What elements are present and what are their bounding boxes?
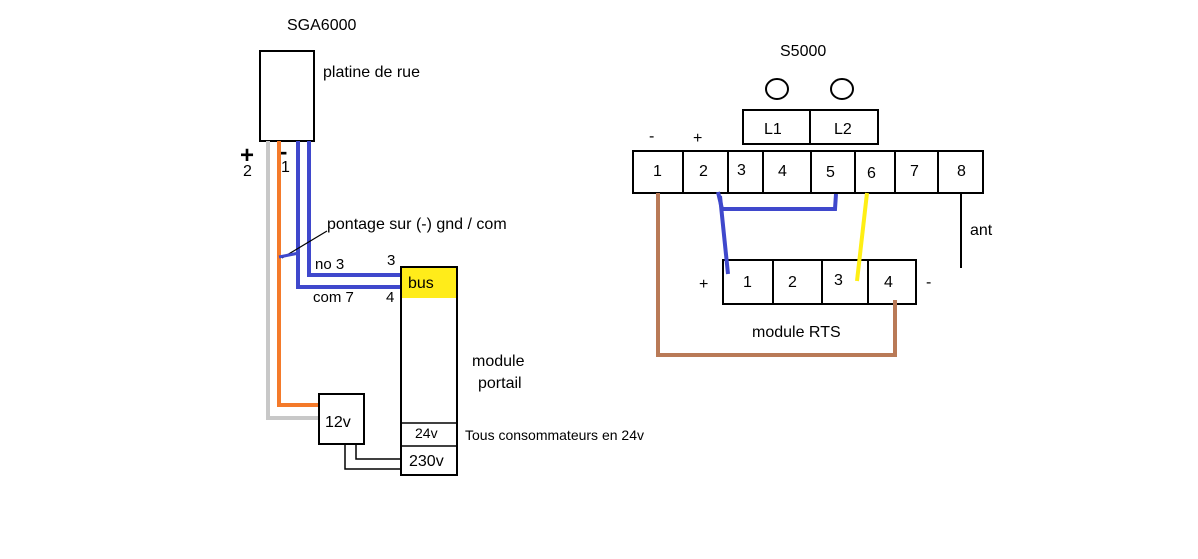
com-label: com 7 xyxy=(313,289,354,306)
module-label-line2: portail xyxy=(478,375,522,392)
street-panel-label: platine de rue xyxy=(323,64,420,81)
led-l2 xyxy=(830,78,854,100)
relay-l1-label: L1 xyxy=(764,121,782,138)
grey-wire xyxy=(266,141,320,420)
rts-terminal-1-number: 1 xyxy=(743,274,752,291)
bus-pin-4: 4 xyxy=(386,289,394,306)
terminal-8-number: 8 xyxy=(957,163,966,180)
terminal-6-number: 6 xyxy=(867,165,876,182)
rts-terminal-1-box xyxy=(722,259,774,305)
terminal-strip xyxy=(632,150,984,194)
led-l1 xyxy=(765,78,789,100)
street-panel-box xyxy=(259,50,315,142)
antenna-label: ant xyxy=(970,222,993,239)
polarity-minus: - xyxy=(649,128,654,145)
bridge-label: pontage sur (-) gnd / com xyxy=(327,216,507,233)
terminal-1-box xyxy=(632,150,684,194)
rts-label: module RTS xyxy=(752,324,841,341)
supply-12v-label: 12v xyxy=(325,414,351,431)
supply-wire-outer xyxy=(344,444,401,470)
orange-wire xyxy=(277,141,320,407)
terminal-5-box xyxy=(810,150,856,194)
supply-12v-box xyxy=(318,393,365,445)
v24-label: 24v xyxy=(415,425,438,441)
rts-terminal-3-number: 3 xyxy=(834,272,843,289)
module-label-line1: module xyxy=(472,353,525,370)
rts-terminal-2-number: 2 xyxy=(788,274,797,291)
blue-wire-no xyxy=(307,141,403,277)
terminal-3-number: 3 xyxy=(737,162,746,179)
polarity-plus: + xyxy=(693,130,702,147)
no-label: no 3 xyxy=(315,256,344,273)
terminal-1-number: 1 xyxy=(653,163,662,180)
brown-wire xyxy=(656,193,897,357)
bus-label: bus xyxy=(408,275,434,292)
relay-l1-box xyxy=(742,109,811,145)
supply-wire-inner xyxy=(355,444,401,460)
bus-pin-3: 3 xyxy=(387,252,395,269)
s5000-title: S5000 xyxy=(780,43,826,60)
terminal-4-number: 4 xyxy=(778,163,787,180)
blue-bridge-2-5 xyxy=(716,191,838,211)
rts-minus-sign: - xyxy=(926,274,931,291)
rts-terminal-2-box xyxy=(772,259,823,305)
terminal-plus-sign: + xyxy=(240,142,254,169)
blue-wire-rts1 xyxy=(718,195,730,275)
sga6000-title: SGA6000 xyxy=(287,17,356,34)
terminal-1-label: 1 xyxy=(281,159,290,176)
yellow-wire xyxy=(855,192,869,282)
rts-plus-sign: + xyxy=(699,276,708,293)
terminal-2-number: 2 xyxy=(699,163,708,180)
terminal-7-number: 7 xyxy=(910,163,919,180)
terminal-8-box xyxy=(937,150,984,194)
terminal-7-box xyxy=(894,150,939,194)
relay-l2-box xyxy=(809,109,879,145)
consumers-note: Tous consommateurs en 24v xyxy=(465,427,644,443)
terminal-2-box xyxy=(682,150,729,194)
rts-terminal-4-number: 4 xyxy=(884,274,893,291)
rts-terminal-3-box xyxy=(821,259,869,305)
gate-module-box xyxy=(400,266,458,476)
v230-label: 230v xyxy=(409,453,444,470)
terminal-2-label: 2 xyxy=(243,163,252,180)
terminal-4-box xyxy=(762,150,812,194)
rts-terminal-4-box xyxy=(867,259,917,305)
terminal-minus-sign: - xyxy=(280,139,287,164)
bridge-wire xyxy=(278,251,300,259)
rts-module xyxy=(722,259,917,305)
terminal-5-number: 5 xyxy=(826,164,835,181)
blue-wire-com xyxy=(296,141,403,289)
bus-terminal xyxy=(402,268,456,298)
relay-l2-label: L2 xyxy=(834,121,852,138)
